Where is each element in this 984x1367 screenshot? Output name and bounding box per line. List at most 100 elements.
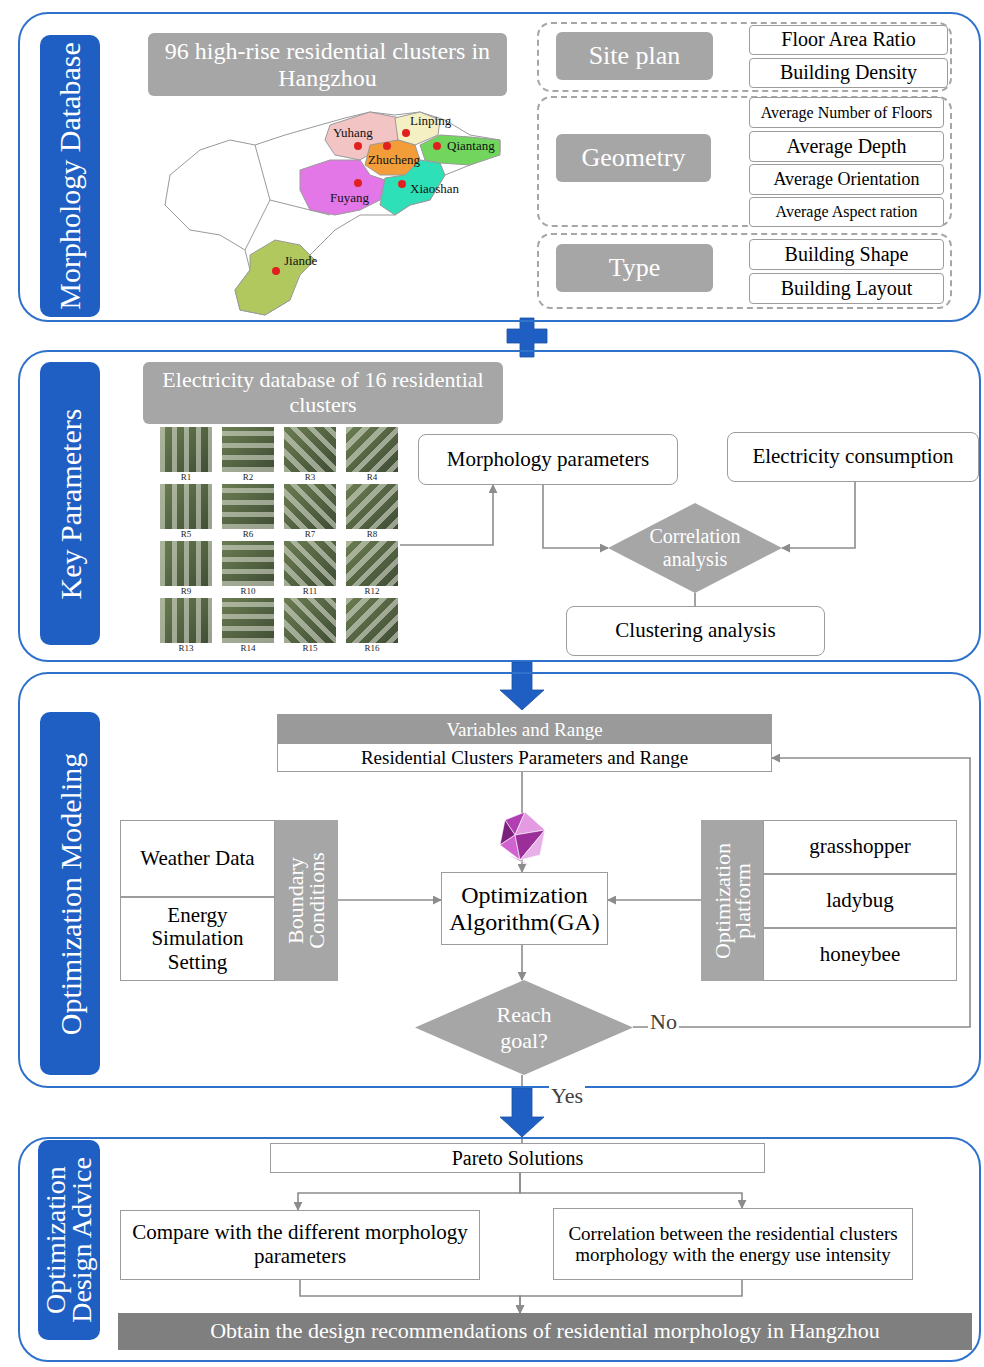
district-label: Yuhang	[333, 125, 373, 140]
aerial-photo	[284, 541, 336, 586]
group-heading: Geometry	[582, 144, 686, 173]
process-box: Correlation between the residential clus…	[553, 1208, 913, 1280]
header-label: Electricity database of 16 residential c…	[149, 368, 497, 417]
photo-grid: R1R2R3R4R5R6R7R8R9R10R11R12R13R14R15R16	[158, 426, 400, 654]
tab-label: Optimization Design Advice	[43, 1145, 95, 1335]
map-dot	[398, 180, 406, 188]
icon-facet	[508, 855, 530, 866]
table-group: Optimization platform grasshopper ladybug h…	[701, 820, 957, 981]
block-arrow	[500, 1088, 544, 1137]
map-region	[420, 135, 500, 165]
box-label: ladybug	[826, 889, 894, 913]
aerial-photo	[346, 484, 398, 529]
aerial-photo	[222, 598, 274, 643]
photo-caption: R9	[160, 586, 212, 596]
aerial-photo	[346, 427, 398, 472]
box-label: Correlation between the residential clus…	[560, 1223, 906, 1266]
photo-caption: R7	[284, 529, 336, 539]
photo-tile: R1	[160, 427, 212, 483]
photo-tile: R7	[284, 484, 336, 540]
process-box: Morphology parameters	[418, 434, 678, 485]
box-label: Morphology parameters	[447, 448, 649, 472]
diamond-outline	[608, 503, 782, 593]
map-dot	[354, 179, 362, 187]
photo-caption: R11	[284, 586, 336, 596]
section-panel: Optimization ModelingVariables and Range…	[18, 672, 981, 1088]
flow-arrow	[298, 1173, 520, 1210]
map-dot	[272, 267, 280, 275]
parameter-group: Site planFloor Area RatioBuilding Densit…	[537, 22, 952, 92]
icon-facet	[515, 830, 545, 860]
aerial-photo	[222, 541, 274, 586]
photo-tile: R4	[346, 427, 398, 483]
photo-tile: R2	[222, 427, 274, 483]
tab-label: Key Parameters	[56, 367, 84, 640]
aerial-photo	[346, 541, 398, 586]
box-label: Average Number of Floors	[761, 105, 933, 121]
header-label: Obtain the design recommendations of res…	[210, 1319, 880, 1344]
photo-tile: R12	[346, 541, 398, 597]
process-box: Electricity consumption	[727, 432, 979, 482]
section-panel: Optimization Design AdvicePareto Solutio…	[18, 1137, 981, 1362]
box-label: Building Layout	[781, 279, 913, 299]
box-label: grasshopper	[809, 835, 910, 859]
aerial-photo	[160, 598, 212, 643]
header-label: 96 high-rise residential clusters in Han…	[154, 38, 501, 92]
photo-tile: R6	[222, 484, 274, 540]
aerial-photo	[346, 598, 398, 643]
process-box: Clustering analysis	[566, 606, 825, 656]
photo-caption: R10	[222, 586, 274, 596]
box-label: honeybee	[820, 943, 900, 967]
flow-arrow	[400, 485, 493, 545]
process-box: Building Density	[749, 58, 948, 88]
icon-facet	[520, 830, 545, 860]
flow-arrow	[543, 485, 608, 548]
aerial-photo	[284, 427, 336, 472]
group-heading-box: Site plan	[556, 32, 713, 80]
flow-arrow	[694, 593, 696, 606]
flow-arrow	[520, 1280, 742, 1313]
process-box: Optimization Algorithm(GA)	[441, 872, 608, 945]
tab-rotator: Key Parameters	[40, 362, 100, 645]
photo-tile: R3	[284, 427, 336, 483]
process-box: ladybug	[763, 874, 957, 928]
header-box: 96 high-rise residential clusters in Han…	[148, 33, 507, 96]
photo-caption: R6	[222, 529, 274, 539]
section-tab: Key Parameters	[40, 362, 100, 645]
tab-rotator: Optimization platform	[701, 820, 763, 981]
photo-tile: R10	[222, 541, 274, 597]
tab-label: Boundary Conditions	[286, 825, 326, 976]
label-holder: Linping	[410, 113, 451, 128]
district-label: Jiande	[284, 253, 317, 268]
flow-arrow	[633, 758, 970, 1027]
photo-tile: R11	[284, 541, 336, 597]
parameter-group: TypeBuilding ShapeBuilding Layout	[537, 233, 952, 309]
box-label: Residential Clusters Parameters and Rang…	[278, 744, 771, 771]
group-heading: Site plan	[589, 42, 681, 71]
map-dot	[402, 129, 410, 137]
group-tab: Boundary Conditions	[275, 820, 338, 981]
district-label: Zhucheng	[368, 152, 420, 167]
aerial-photo	[160, 484, 212, 529]
hangzhou-map	[165, 112, 500, 315]
map-region	[300, 160, 385, 215]
photo-tile: R16	[346, 598, 398, 654]
box-label: Average Depth	[786, 137, 906, 157]
photo-caption: R12	[346, 586, 398, 596]
tab-rotator: Morphology Database	[40, 35, 100, 317]
decision-diamond: Reach goal?	[415, 980, 633, 1075]
tab-label: Optimization platform	[712, 825, 752, 976]
grasshopper-icon	[500, 812, 545, 866]
photo-tile: R15	[284, 598, 336, 654]
photo-tile: R5	[160, 484, 212, 540]
map-dot	[383, 142, 391, 150]
process-box: Average Aspect ration	[749, 197, 944, 227]
photo-caption: R16	[346, 643, 398, 653]
section-tab: Morphology Database	[40, 35, 100, 317]
flow-arrow	[520, 1173, 742, 1208]
block-arrow	[500, 662, 544, 710]
tab-label: Optimization Modeling	[56, 717, 84, 1070]
parameter-group: Geometry Average Number of FloorsAverage …	[537, 96, 952, 227]
flow-arrow	[521, 945, 523, 980]
process-box: Average Orientation	[749, 164, 944, 195]
